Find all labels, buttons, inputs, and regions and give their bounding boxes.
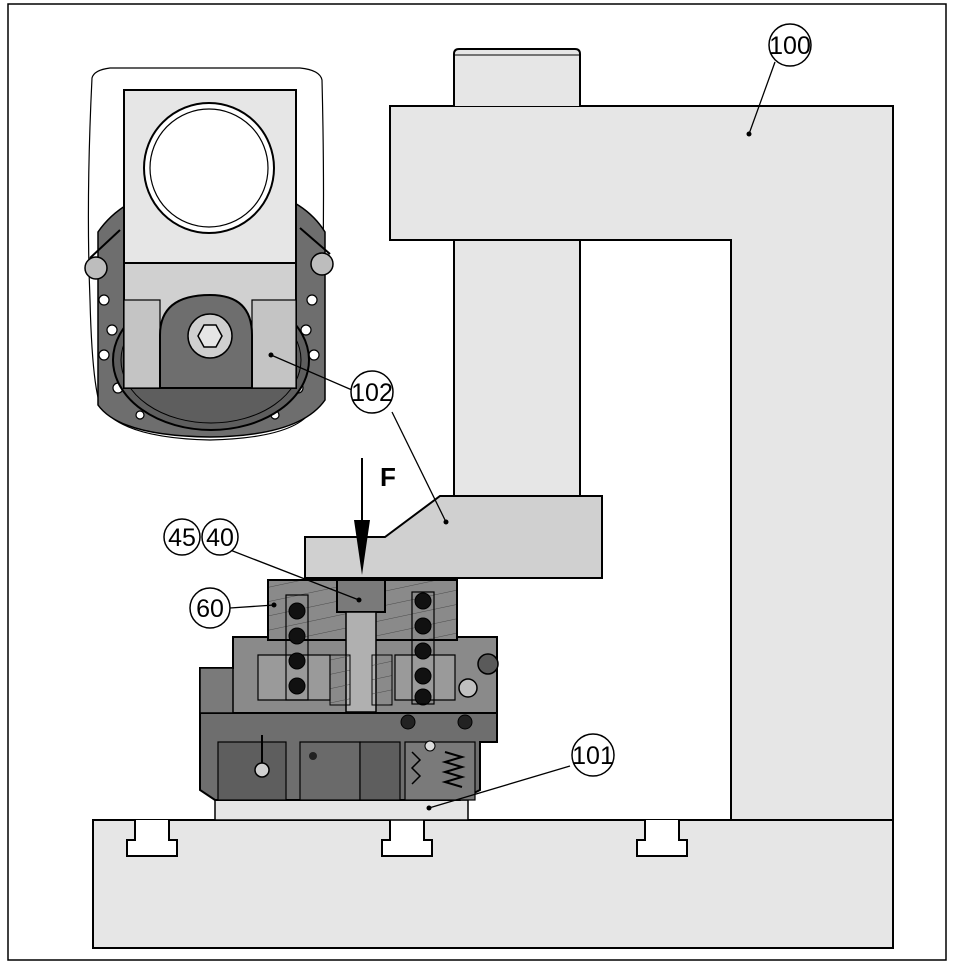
balloon-45: 45	[163, 518, 201, 556]
inset-detail	[84, 67, 334, 441]
label-101: 101	[572, 742, 614, 770]
balloon-102: 102	[350, 370, 394, 414]
base-table	[92, 819, 894, 949]
label-40: 40	[206, 524, 234, 552]
label-102: 102	[351, 379, 393, 407]
balloon-40: 40	[201, 518, 239, 556]
balloon-60: 60	[189, 587, 231, 629]
label-60: 60	[196, 595, 224, 623]
balloon-101: 101	[571, 733, 615, 777]
leader-dots	[268, 131, 752, 811]
label-100: 100	[769, 32, 811, 60]
force-arrow	[354, 458, 370, 575]
ram-plate	[304, 495, 603, 579]
label-45: 45	[168, 524, 196, 552]
force-label: F	[380, 462, 396, 492]
leader-lines	[224, 61, 776, 809]
balloon-100: 100	[768, 23, 812, 67]
tool-assembly	[199, 579, 499, 801]
